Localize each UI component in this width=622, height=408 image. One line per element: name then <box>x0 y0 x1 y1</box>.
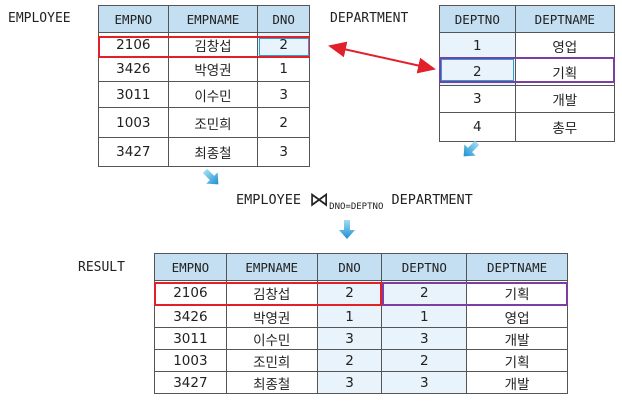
result-cell-deptno: 3 <box>381 371 468 394</box>
employee-cell-dno: 3 <box>257 137 310 167</box>
employee-cell-empname: 박영권 <box>167 56 259 82</box>
result-cell-deptno: 1 <box>381 305 468 328</box>
result-cell-empno: 3427 <box>154 371 227 394</box>
employee-cell-dno: 3 <box>257 81 310 108</box>
employee-cell-empno: 3426 <box>98 56 169 82</box>
result-table: EMPNO EMPNAME DNO DEPTNO DEPTNAME 2106 김… <box>154 253 568 394</box>
result-cell-deptname: 기획 <box>466 280 568 306</box>
department-header-deptno: DEPTNO <box>439 5 516 33</box>
employee-cell-empno: 3427 <box>98 137 169 167</box>
result-cell-dno: 2 <box>316 349 383 372</box>
result-cell-empno: 3426 <box>154 305 227 328</box>
result-cell-empname: 최종철 <box>225 371 318 394</box>
department-header-deptname: DEPTNAME <box>514 5 616 33</box>
result-header-empno: EMPNO <box>154 253 227 281</box>
employee-label: EMPLOYEE <box>8 11 71 26</box>
employee-down-arrow-icon <box>202 168 219 185</box>
department-label: DEPARTMENT <box>330 11 409 26</box>
join-condition: DNO=DEPTNO <box>329 202 384 212</box>
department-table: DEPTNO DEPTNAME 1 영업 2 기획 3 개발 4 총무 <box>439 5 616 142</box>
result-cell-empno: 1003 <box>154 349 227 372</box>
employee-row: 3427 최종철 3 <box>98 137 310 167</box>
employee-cell-empname: 최종철 <box>167 137 259 167</box>
employee-cell-empname: 이수민 <box>167 81 259 108</box>
department-cell-deptno: 4 <box>439 112 516 142</box>
employee-row: 3426 박영권 1 <box>98 56 310 82</box>
result-header-deptno: DEPTNO <box>381 253 468 281</box>
result-cell-dno: 3 <box>316 371 383 394</box>
result-header-empname: EMPNAME <box>225 253 318 281</box>
department-cell-deptno: 1 <box>439 32 516 59</box>
join-symbol: ⋈ <box>309 187 330 211</box>
result-row: 3427 최종철 3 3 개발 <box>154 371 568 394</box>
result-label: RESULT <box>78 260 125 275</box>
result-cell-deptno: 3 <box>381 327 468 350</box>
department-row: 4 총무 <box>439 112 616 142</box>
result-cell-empno: 2106 <box>154 280 227 306</box>
employee-table: EMPNO EMPNAME DNO 2106 김창섭 2 3426 박영권 1 … <box>98 5 310 167</box>
employee-cell-empno: 1003 <box>98 107 169 138</box>
department-row: 1 영업 <box>439 32 616 59</box>
result-cell-empname: 박영권 <box>225 305 318 328</box>
result-cell-deptno: 2 <box>381 280 468 306</box>
department-cell-deptname: 영업 <box>514 32 616 59</box>
result-cell-deptname: 기획 <box>466 349 568 372</box>
result-cell-deptno: 2 <box>381 349 468 372</box>
result-cell-empname: 이수민 <box>225 327 318 350</box>
join-left-operand: EMPLOYEE <box>236 192 302 208</box>
department-cell-deptname: 총무 <box>514 112 616 142</box>
employee-header-dno: DNO <box>257 5 310 33</box>
join-expression: EMPLOYEE ⋈DNO=DEPTNO DEPARTMENT <box>236 187 473 212</box>
employee-row: 3011 이수민 3 <box>98 81 310 108</box>
result-header-deptname: DEPTNAME <box>466 253 568 281</box>
employee-header-empno: EMPNO <box>98 5 169 33</box>
department-down-arrow-icon <box>463 140 480 157</box>
match-link-arrow <box>328 41 436 74</box>
employee-header-empname: EMPNAME <box>167 5 259 33</box>
result-cell-deptname: 개발 <box>466 371 568 394</box>
result-down-arrow-icon <box>339 220 355 239</box>
result-header-dno: DNO <box>316 253 383 281</box>
join-right-operand: DEPARTMENT <box>391 192 473 208</box>
employee-cell-empno: 3011 <box>98 81 169 108</box>
